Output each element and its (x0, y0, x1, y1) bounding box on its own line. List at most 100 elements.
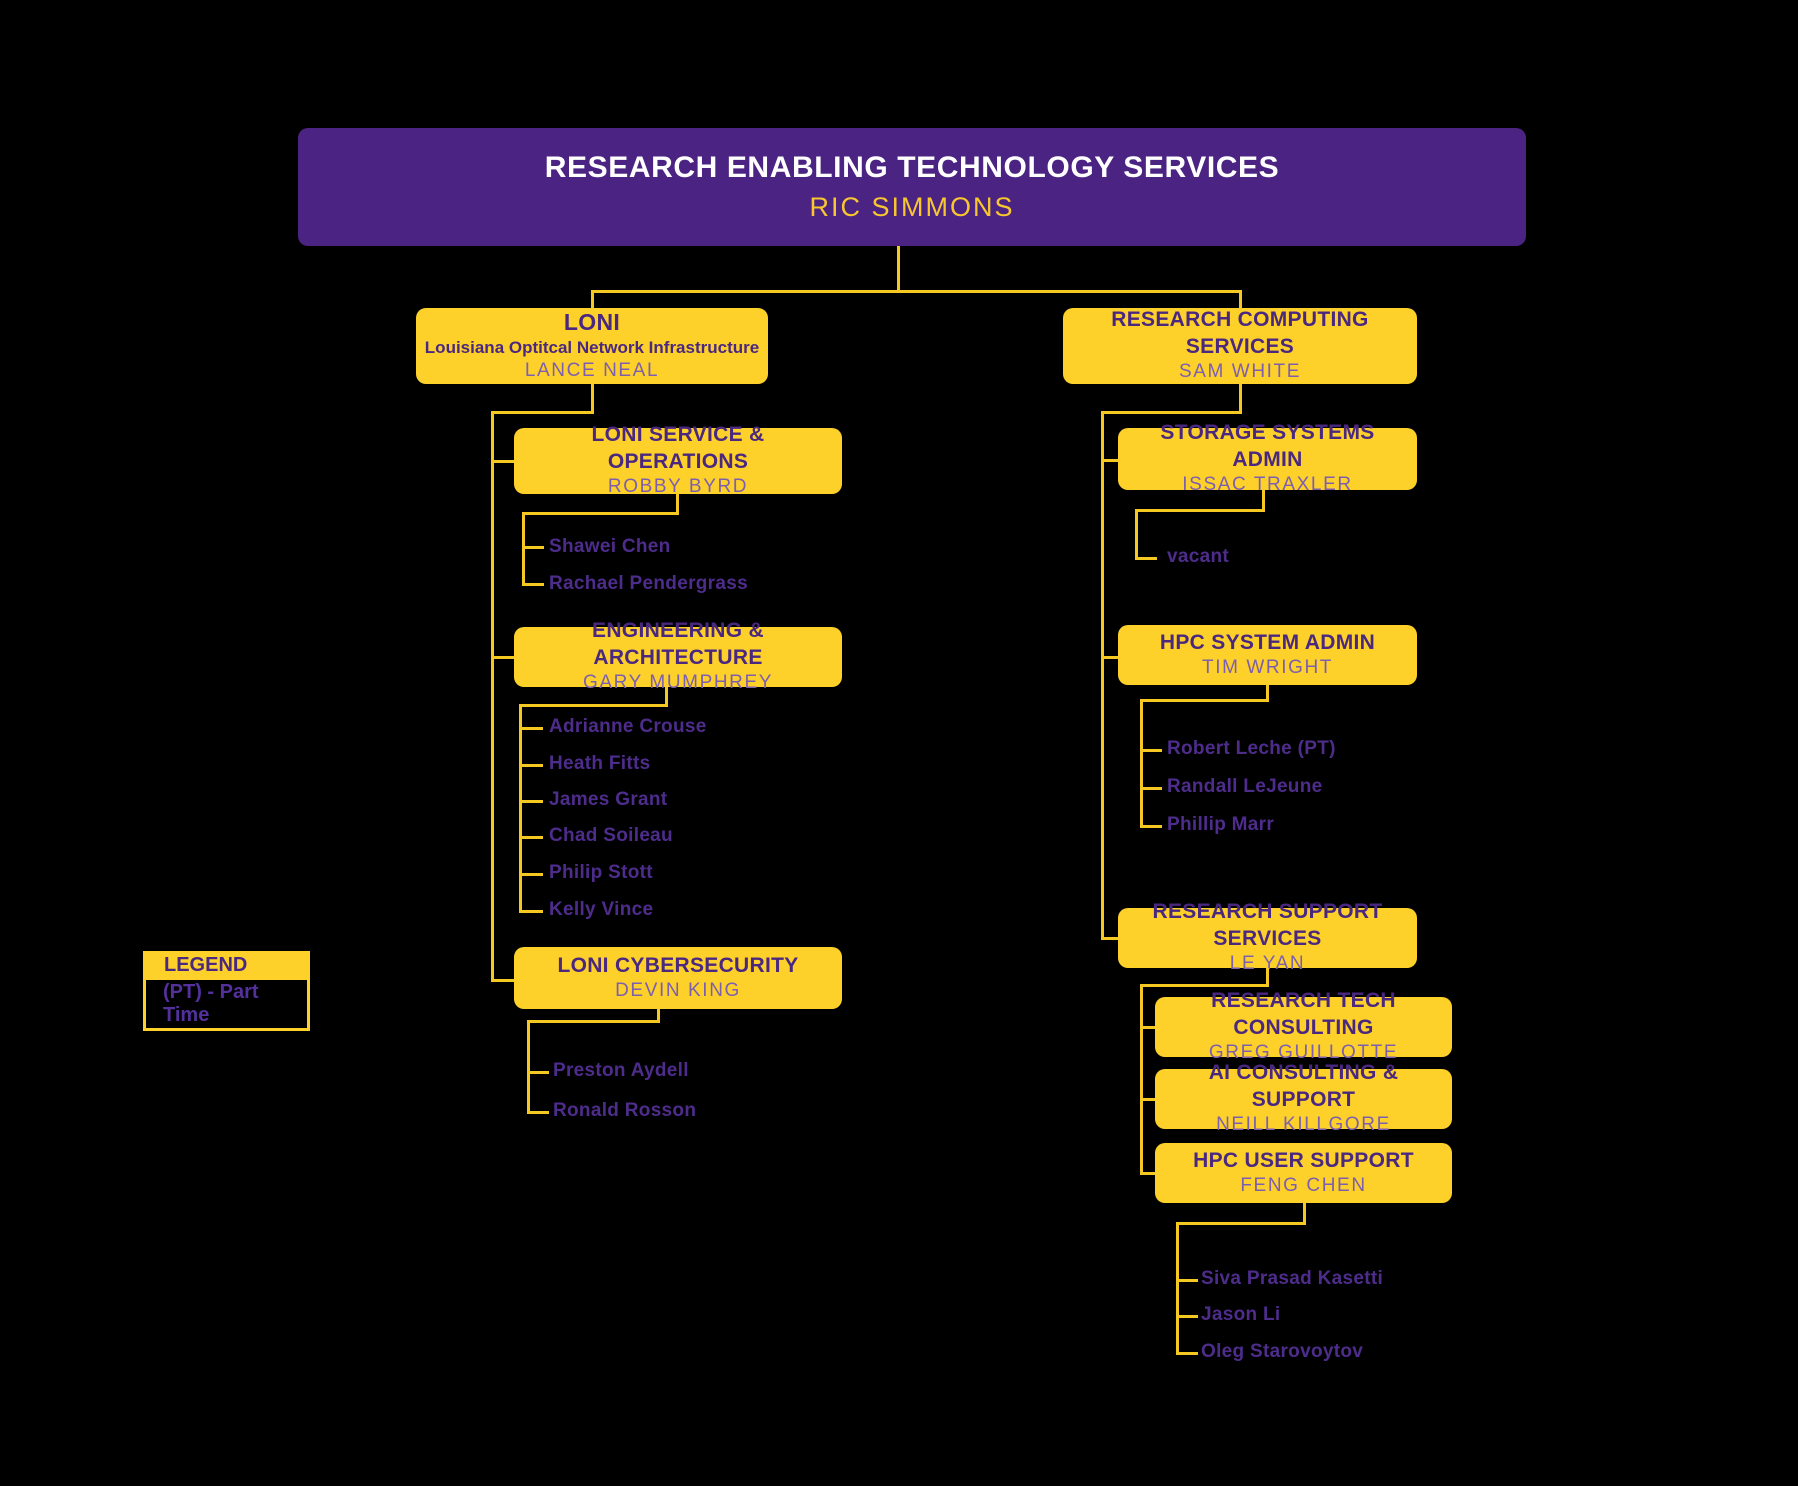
connector-line (1140, 699, 1269, 702)
member-name: Siva Prasad Kasetti (1201, 1268, 1384, 1289)
node-person: ISSAC TRAXLER (1182, 473, 1353, 495)
connector-line (1266, 968, 1269, 987)
node-person: TIM WRIGHT (1201, 656, 1334, 678)
member-name: Preston Aydell (553, 1060, 689, 1081)
node-person: LANCE NEAL (524, 360, 660, 382)
connector-line (1176, 1222, 1306, 1225)
member-name: Kelly Vince (549, 899, 654, 920)
connector-line (1135, 509, 1265, 512)
member-name: Robert Leche (PT) (1167, 738, 1336, 759)
node-person: SAM WHITE (1178, 360, 1302, 382)
member-name: Rachael Pendergrass (549, 573, 748, 594)
node-root: RESEARCH ENABLING TECHNOLOGY SERVICES RI… (298, 128, 1526, 246)
node-title: ENGINEERING & ARCHITECTURE (592, 619, 764, 669)
connector-line (519, 836, 543, 839)
node-research-tech-consulting: RESEARCH TECH CONSULTING GREG GUILLOTTE (1155, 989, 1452, 1063)
member-name: Oleg Starovoytov (1201, 1341, 1364, 1362)
connector-line (522, 512, 679, 515)
node-person: NEILL KILLGORE (1216, 1113, 1391, 1135)
node-research-support-services: RESEARCH SUPPORT SERVICES LE YAN (1118, 900, 1417, 974)
node-title: LONI CYBERSECURITY (557, 953, 799, 977)
legend: LEGEND (PT) - Part Time (143, 951, 310, 1031)
connector-line (522, 583, 544, 586)
connector-line (1140, 984, 1143, 1175)
connector-line (1135, 509, 1138, 560)
node-title: LONI SERVICE & OPERATIONS (591, 423, 765, 473)
connector-line (591, 290, 1242, 293)
node-ai-consulting-support: AI CONSULTING & SUPPORT NEILL KILLGORE (1155, 1061, 1452, 1135)
member-name: vacant (1167, 546, 1230, 567)
connector-line (1101, 937, 1121, 940)
connector-line (1140, 749, 1162, 752)
connector-line (1176, 1315, 1198, 1318)
legend-entry: (PT) - Part Time (143, 980, 310, 1031)
member-name: Shawei Chen (549, 536, 671, 557)
connector-line (1262, 490, 1265, 512)
connector-line (591, 290, 594, 310)
connector-line (1101, 459, 1121, 462)
connector-line (1135, 557, 1157, 560)
connector-line (491, 411, 594, 414)
node-storage-systems-admin: STORAGE SYSTEMS ADMIN ISSAC TRAXLER (1118, 421, 1417, 495)
member-name: Chad Soileau (549, 825, 673, 846)
node-research-computing-services: RESEARCH COMPUTING SERVICES SAM WHITE (1063, 308, 1417, 384)
connector-line (1140, 787, 1162, 790)
connector-line (491, 411, 494, 982)
node-title: AI CONSULTING & SUPPORT (1208, 1061, 1399, 1111)
connector-line (527, 1071, 549, 1074)
connector-line (519, 910, 543, 913)
connector-line (519, 727, 543, 730)
connector-line (491, 979, 515, 982)
connector-line (1140, 1098, 1157, 1101)
node-engineering-architecture: ENGINEERING & ARCHITECTURE GARY MUMPHREY (514, 619, 842, 693)
connector-line (527, 1111, 549, 1114)
node-subtitle: Louisiana Optitcal Network Infrastructur… (424, 337, 760, 357)
member-name: Heath Fitts (549, 753, 651, 774)
connector-line (1176, 1352, 1198, 1355)
connector-line (591, 384, 594, 414)
connector-line (519, 704, 668, 707)
node-title: LONI (563, 309, 621, 336)
node-person: DEVIN KING (615, 979, 741, 1001)
node-loni-cybersecurity: LONI CYBERSECURITY DEVIN KING (514, 947, 842, 1009)
connector-line (527, 1020, 660, 1023)
connector-line (1101, 411, 1104, 940)
connector-line (665, 687, 668, 707)
connector-line (1101, 656, 1121, 659)
connector-line (491, 460, 515, 463)
node-loni-service-operations: LONI SERVICE & OPERATIONS ROBBY BYRD (514, 423, 842, 497)
node-hpc-user-support: HPC USER SUPPORT FENG CHEN (1155, 1143, 1452, 1203)
connector-line (1140, 825, 1162, 828)
connector-line (1303, 1203, 1306, 1225)
connector-line (519, 704, 522, 913)
member-name: James Grant (549, 789, 668, 810)
node-person: GARY MUMPHREY (582, 671, 774, 693)
node-title: RESEARCH SUPPORT SERVICES (1152, 900, 1383, 950)
node-loni: LONI Louisiana Optitcal Network Infrastr… (416, 308, 768, 384)
node-hpc-system-admin: HPC SYSTEM ADMIN TIM WRIGHT (1118, 625, 1417, 685)
connector-line (1176, 1279, 1198, 1282)
legend-title: LEGEND (143, 951, 310, 980)
connector-line (519, 764, 543, 767)
node-person: FENG CHEN (1240, 1174, 1367, 1196)
connector-line (522, 512, 525, 586)
connector-line (491, 656, 515, 659)
node-title: HPC USER SUPPORT (1193, 1148, 1414, 1172)
connector-line (1101, 411, 1242, 414)
connector-line (527, 1020, 530, 1114)
member-name: Adrianne Crouse (549, 716, 707, 737)
connector-line (1140, 699, 1143, 828)
member-name: Jason Li (1201, 1304, 1281, 1325)
connector-line (1140, 984, 1269, 987)
connector-line (522, 546, 544, 549)
node-title: RESEARCH ENABLING TECHNOLOGY SERVICES (544, 150, 1280, 184)
member-name: Ronald Rosson (553, 1100, 697, 1121)
connector-line (1176, 1222, 1179, 1355)
node-person: GREG GUILLOTTE (1208, 1041, 1399, 1063)
node-title: RESEARCH TECH CONSULTING (1211, 989, 1396, 1039)
connector-line (1140, 1026, 1157, 1029)
node-title: HPC SYSTEM ADMIN (1159, 630, 1376, 654)
member-name: Randall LeJeune (1167, 776, 1323, 797)
member-name: Philip Stott (549, 862, 653, 883)
